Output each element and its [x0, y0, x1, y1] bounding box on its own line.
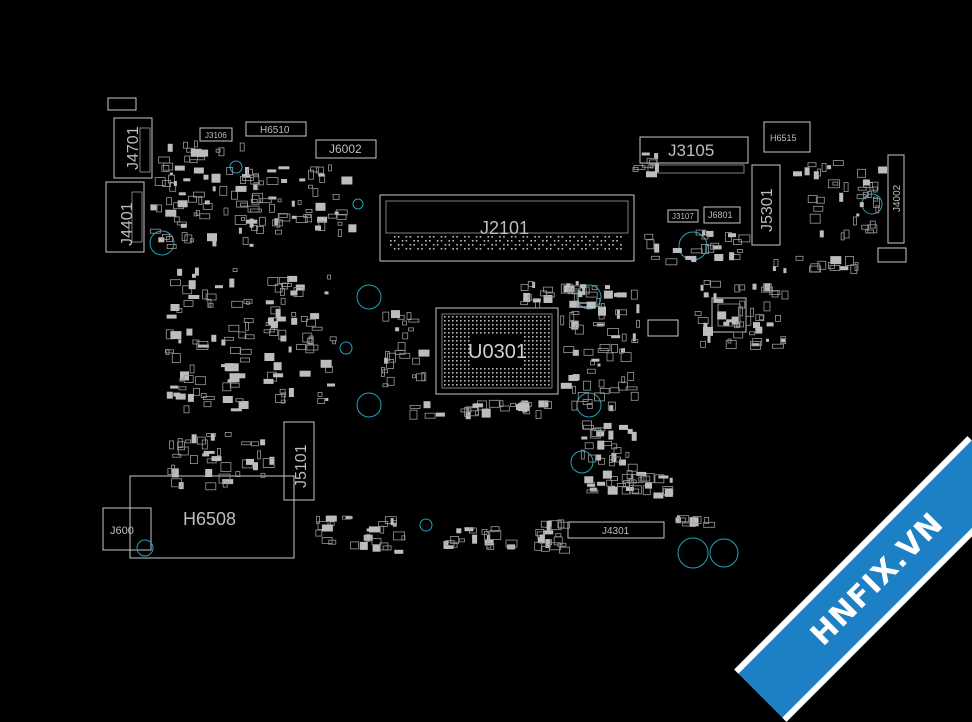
connector-j4301: J4301 [567, 521, 665, 539]
label-j3105: J3105 [668, 141, 714, 160]
connector-j3105: J3105 [639, 136, 749, 174]
small-part-top-left [107, 97, 137, 111]
smd-components [149, 140, 888, 554]
mount-h6508: H6508 [129, 475, 295, 559]
connector-j5101: J5101 [283, 421, 315, 501]
label-j2101: J2101 [480, 218, 529, 238]
connector-j6801: J6801 [703, 206, 741, 224]
connector-j4401: J4401 [105, 181, 145, 253]
label-j6801: J6801 [708, 210, 733, 220]
label-u0301: U0301 [468, 341, 527, 363]
connector-j4002: J4002 [887, 154, 905, 244]
chip-right-bga [711, 297, 747, 333]
label-j6002: J6002 [329, 142, 362, 156]
connector-j5301: J5301 [751, 164, 781, 246]
connector-j3106: J3106 [199, 127, 233, 142]
small-part-right [877, 247, 907, 263]
label-j5101: J5101 [293, 444, 310, 488]
label-j6001: J600 [110, 525, 134, 537]
label-j4002: J4002 [892, 184, 903, 212]
mounting-holes [136, 160, 883, 569]
pcb-layout-canvas: J4701 J4401 J3106 H6510 J6002 J2101 J310… [102, 97, 907, 569]
label-j5301: J5301 [759, 188, 776, 232]
connector-j6001: J600 [102, 507, 152, 551]
connector-j6002: J6002 [315, 139, 377, 159]
label-h6510: H6510 [260, 125, 290, 136]
chip-u2803 [647, 319, 679, 337]
label-h6508: H6508 [183, 509, 236, 529]
mount-h6515: H6515 [763, 121, 811, 153]
label-j4401: J4401 [119, 202, 136, 246]
chip-u0301: U0301 [435, 307, 559, 395]
label-j4701: J4701 [125, 126, 142, 170]
connector-j3107: J3107 [667, 209, 699, 223]
connector-j4701: J4701 [113, 117, 153, 179]
mount-h6510: H6510 [245, 121, 307, 137]
label-h6515: H6515 [770, 133, 797, 143]
connector-j2101: J2101 [379, 194, 635, 262]
label-j4301: J4301 [602, 526, 630, 537]
label-j3107: J3107 [672, 212, 694, 221]
label-j3106: J3106 [205, 131, 227, 140]
